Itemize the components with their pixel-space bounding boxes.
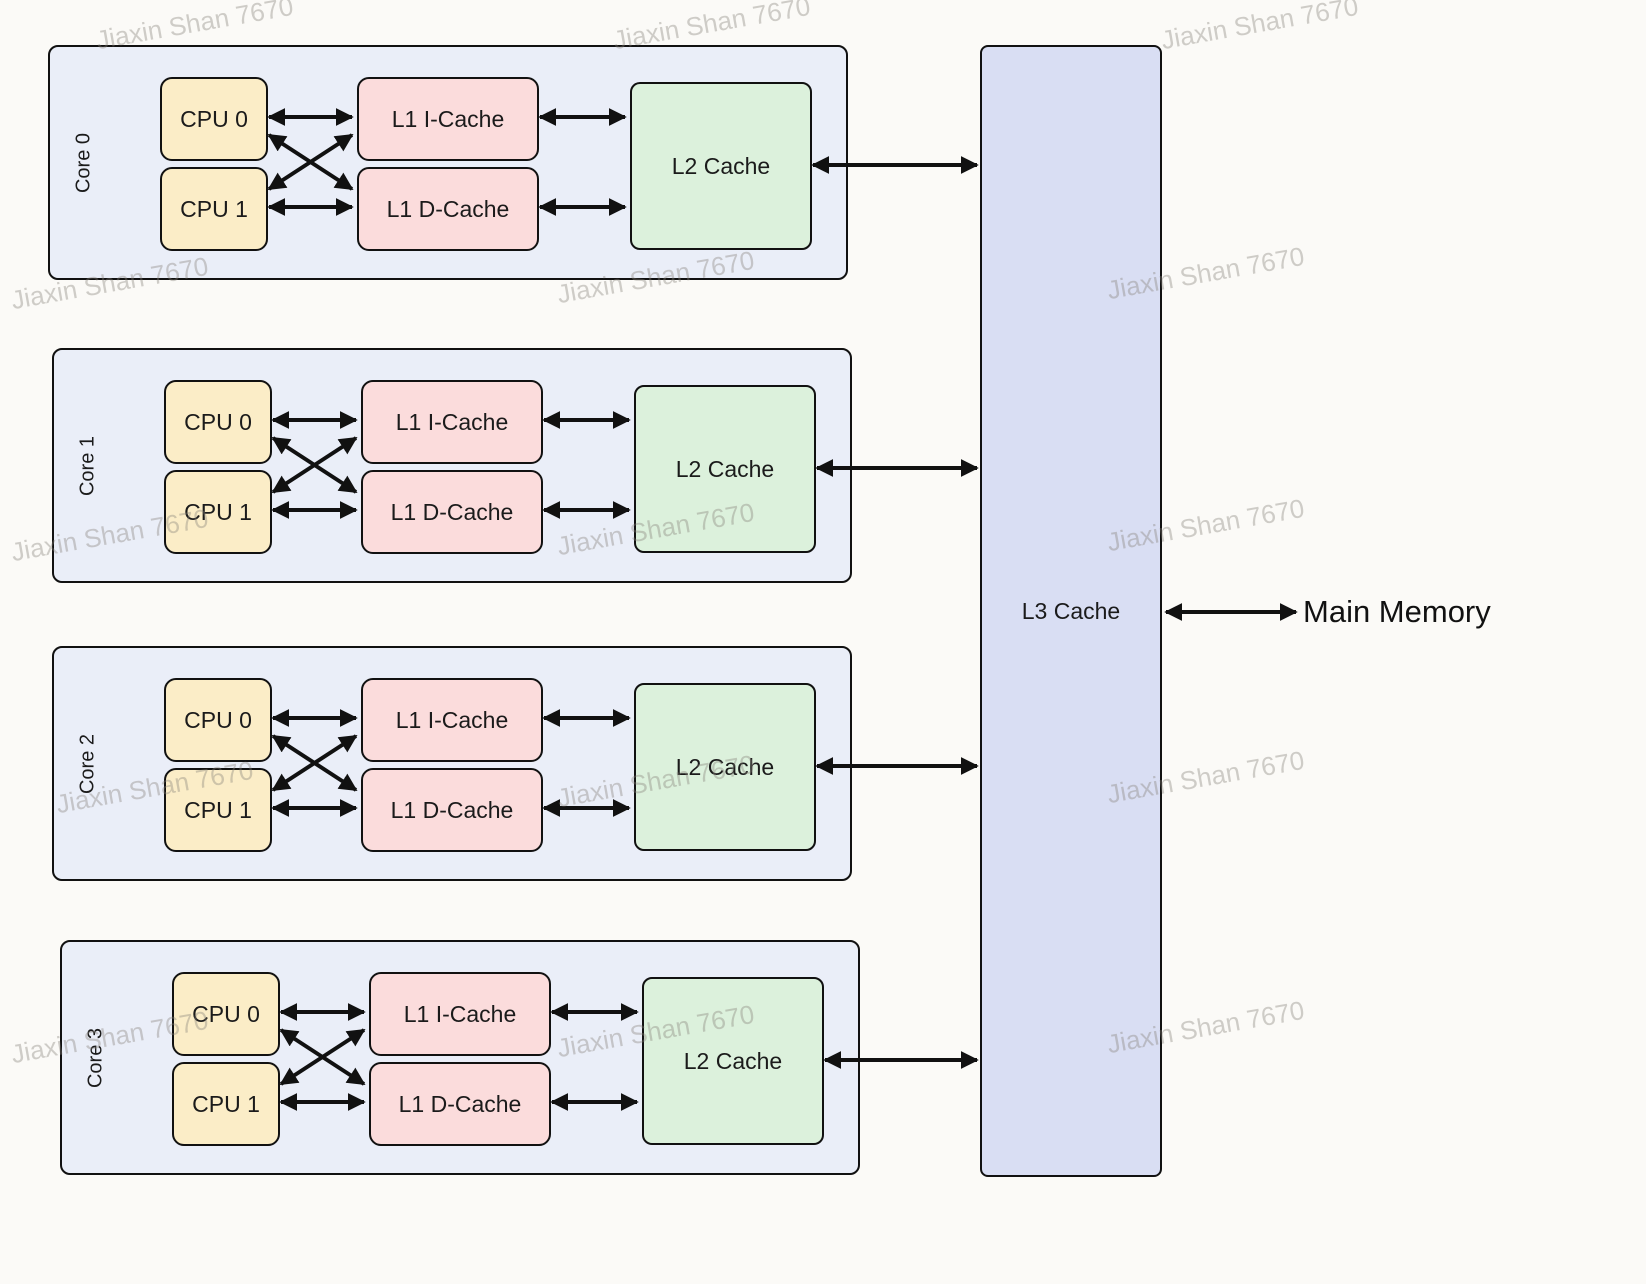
core-2-l1-dcache-box: L1 D-Cache <box>361 768 543 852</box>
watermark-text: Jiaxin Shan 7670 <box>1158 0 1361 56</box>
core-0-label: Core 0 <box>72 132 95 193</box>
main-memory-label: Main Memory <box>1303 594 1491 629</box>
core-3-label: Core 3 <box>84 1027 107 1088</box>
core-0-l1-dcache-box: L1 D-Cache <box>357 167 539 251</box>
core-2-l2-cache-box: L2 Cache <box>634 683 816 851</box>
core-0-cpu-0-box: CPU 0 <box>160 77 268 161</box>
core-1-l2-cache-box: L2 Cache <box>634 385 816 553</box>
core-3-cpu-0-box: CPU 0 <box>172 972 280 1056</box>
core-3: Core 3 CPU 0 CPU 1 L1 I-Cache L1 D-Cache… <box>60 940 860 1175</box>
core-1-cpu-1-box: CPU 1 <box>164 470 272 554</box>
core-2-cpu-1-box: CPU 1 <box>164 768 272 852</box>
l3-cache-box: L3 Cache <box>980 45 1162 1177</box>
core-3-l2-cache-box: L2 Cache <box>642 977 824 1145</box>
core-1-cpu-0-box: CPU 0 <box>164 380 272 464</box>
core-0-l1-icache-box: L1 I-Cache <box>357 77 539 161</box>
core-0: Core 0 CPU 0 CPU 1 L1 I-Cache L1 D-Cache… <box>48 45 848 280</box>
core-0-l2-cache-box: L2 Cache <box>630 82 812 250</box>
core-1-label: Core 1 <box>76 435 99 496</box>
core-3-cpu-1-box: CPU 1 <box>172 1062 280 1146</box>
core-3-l1-icache-box: L1 I-Cache <box>369 972 551 1056</box>
core-1-l1-dcache-box: L1 D-Cache <box>361 470 543 554</box>
core-1: Core 1 CPU 0 CPU 1 L1 I-Cache L1 D-Cache… <box>52 348 852 583</box>
core-0-cpu-1-box: CPU 1 <box>160 167 268 251</box>
core-2-label: Core 2 <box>76 733 99 794</box>
core-2-l1-icache-box: L1 I-Cache <box>361 678 543 762</box>
core-3-l1-dcache-box: L1 D-Cache <box>369 1062 551 1146</box>
core-1-l1-icache-box: L1 I-Cache <box>361 380 543 464</box>
core-2: Core 2 CPU 0 CPU 1 L1 I-Cache L1 D-Cache… <box>52 646 852 881</box>
core-2-cpu-0-box: CPU 0 <box>164 678 272 762</box>
